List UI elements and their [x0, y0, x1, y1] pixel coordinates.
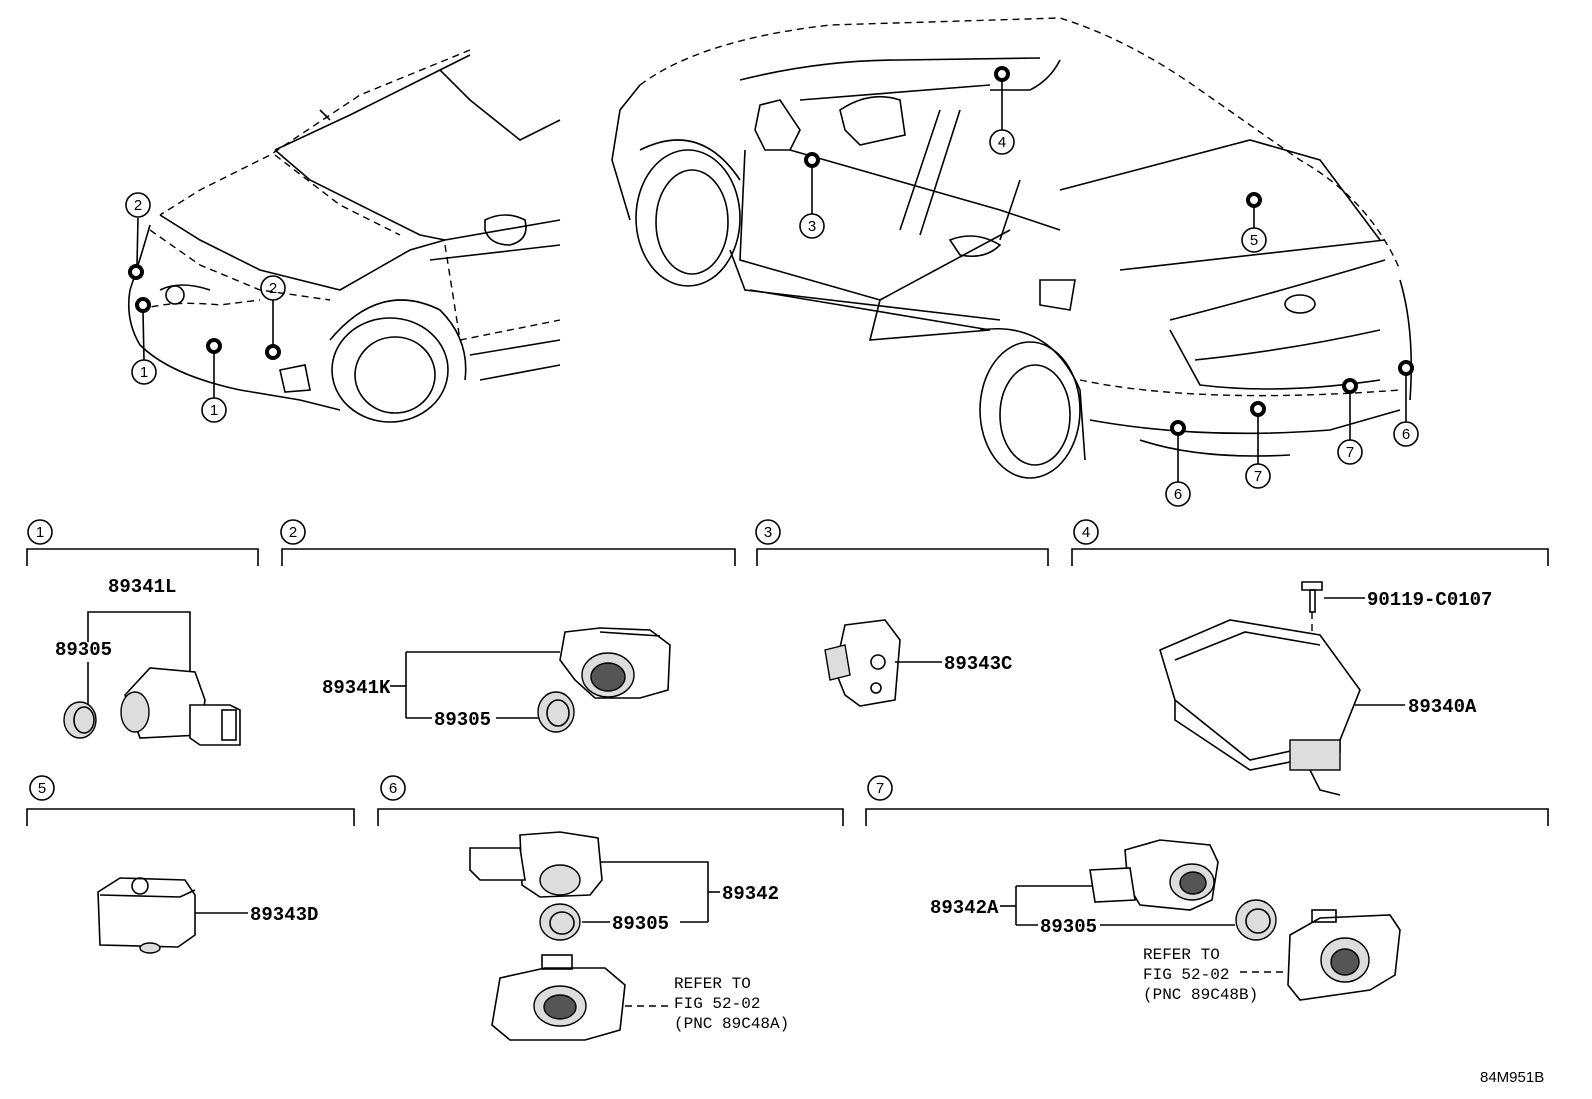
refer-to-s7: REFER TO [1143, 946, 1220, 964]
section-3-number: 3 [764, 524, 772, 541]
callout-2-front-left: 2 [134, 197, 142, 214]
section-7: 7 89342A 89305 REFER TO FIG 52-02 (PNC 8… [865, 775, 1549, 1004]
part-89341K: 89341K [322, 677, 391, 699]
part-89305-s2: 89305 [434, 709, 491, 731]
part-89305-s6: 89305 [612, 913, 669, 935]
section-3: 3 89343C [755, 519, 1049, 707]
callout-4-rear: 4 [998, 134, 1006, 151]
section-6: 6 89342 89305 REFER TO FIG 52-02 (PNC 89… [377, 775, 844, 1041]
callout-6-rear-left: 6 [1174, 486, 1182, 503]
callout-6-rear-right: 6 [1402, 426, 1410, 443]
pnc-ref-s6: (PNC 89C48A) [674, 1015, 789, 1033]
part-89342A: 89342A [930, 897, 999, 919]
part-89340A: 89340A [1408, 696, 1477, 718]
section-5: 5 89343D [26, 775, 355, 954]
part-89343D: 89343D [250, 904, 318, 926]
section-6-number: 6 [389, 780, 397, 797]
part-89342: 89342 [722, 883, 779, 905]
callout-7-rear-right: 7 [1346, 444, 1354, 461]
section-7-number: 7 [876, 780, 884, 797]
callout-2-front-center: 2 [269, 280, 277, 297]
section-4-number: 4 [1082, 524, 1090, 541]
rear-car-illustration: 3 4 5 6 7 7 6 [611, 17, 1419, 507]
section-4: 4 90119-C0107 89340A [1071, 519, 1549, 796]
refer-to-s6: REFER TO [674, 975, 751, 993]
section-5-number: 5 [38, 780, 46, 797]
part-90119-C0107: 90119-C0107 [1367, 589, 1492, 611]
callout-5-rear: 5 [1250, 232, 1258, 249]
section-2-number: 2 [289, 524, 297, 541]
pnc-ref-s7: (PNC 89C48B) [1143, 986, 1258, 1004]
part-89341L: 89341L [108, 576, 176, 598]
part-89305-s7: 89305 [1040, 916, 1097, 938]
callout-1-front-left: 1 [140, 364, 148, 381]
front-car-illustration: 2 1 1 2 [125, 49, 561, 423]
diagram-code: 84M951B [1480, 1069, 1544, 1086]
callout-3-rear: 3 [808, 218, 816, 235]
part-89343C: 89343C [944, 653, 1012, 675]
part-89305-s1: 89305 [55, 639, 112, 661]
fig-ref-s6: FIG 52-02 [674, 995, 760, 1013]
callout-1-front-center: 1 [210, 402, 218, 419]
section-1-number: 1 [36, 524, 44, 541]
fig-ref-s7: FIG 52-02 [1143, 966, 1229, 984]
callout-7-rear-center: 7 [1254, 468, 1262, 485]
section-2: 2 89341K 89305 [280, 519, 736, 733]
section-1: 1 89341L 89305 [26, 519, 259, 746]
